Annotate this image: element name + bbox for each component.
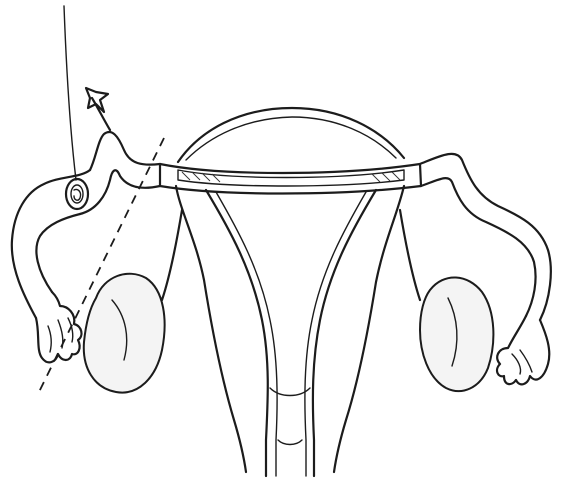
uterine-cavity bbox=[206, 190, 376, 476]
uterine-body bbox=[176, 186, 404, 472]
right-ovary bbox=[420, 277, 493, 391]
right-ovarian-ligament bbox=[400, 210, 420, 300]
suture-line bbox=[64, 6, 76, 180]
pull-arrow bbox=[86, 88, 110, 130]
uterine-fundus bbox=[178, 108, 404, 162]
cornual-band bbox=[160, 164, 421, 194]
tubal-lesion bbox=[66, 179, 88, 209]
left-ovary bbox=[84, 274, 165, 393]
left-ovarian-ligament bbox=[162, 210, 182, 300]
